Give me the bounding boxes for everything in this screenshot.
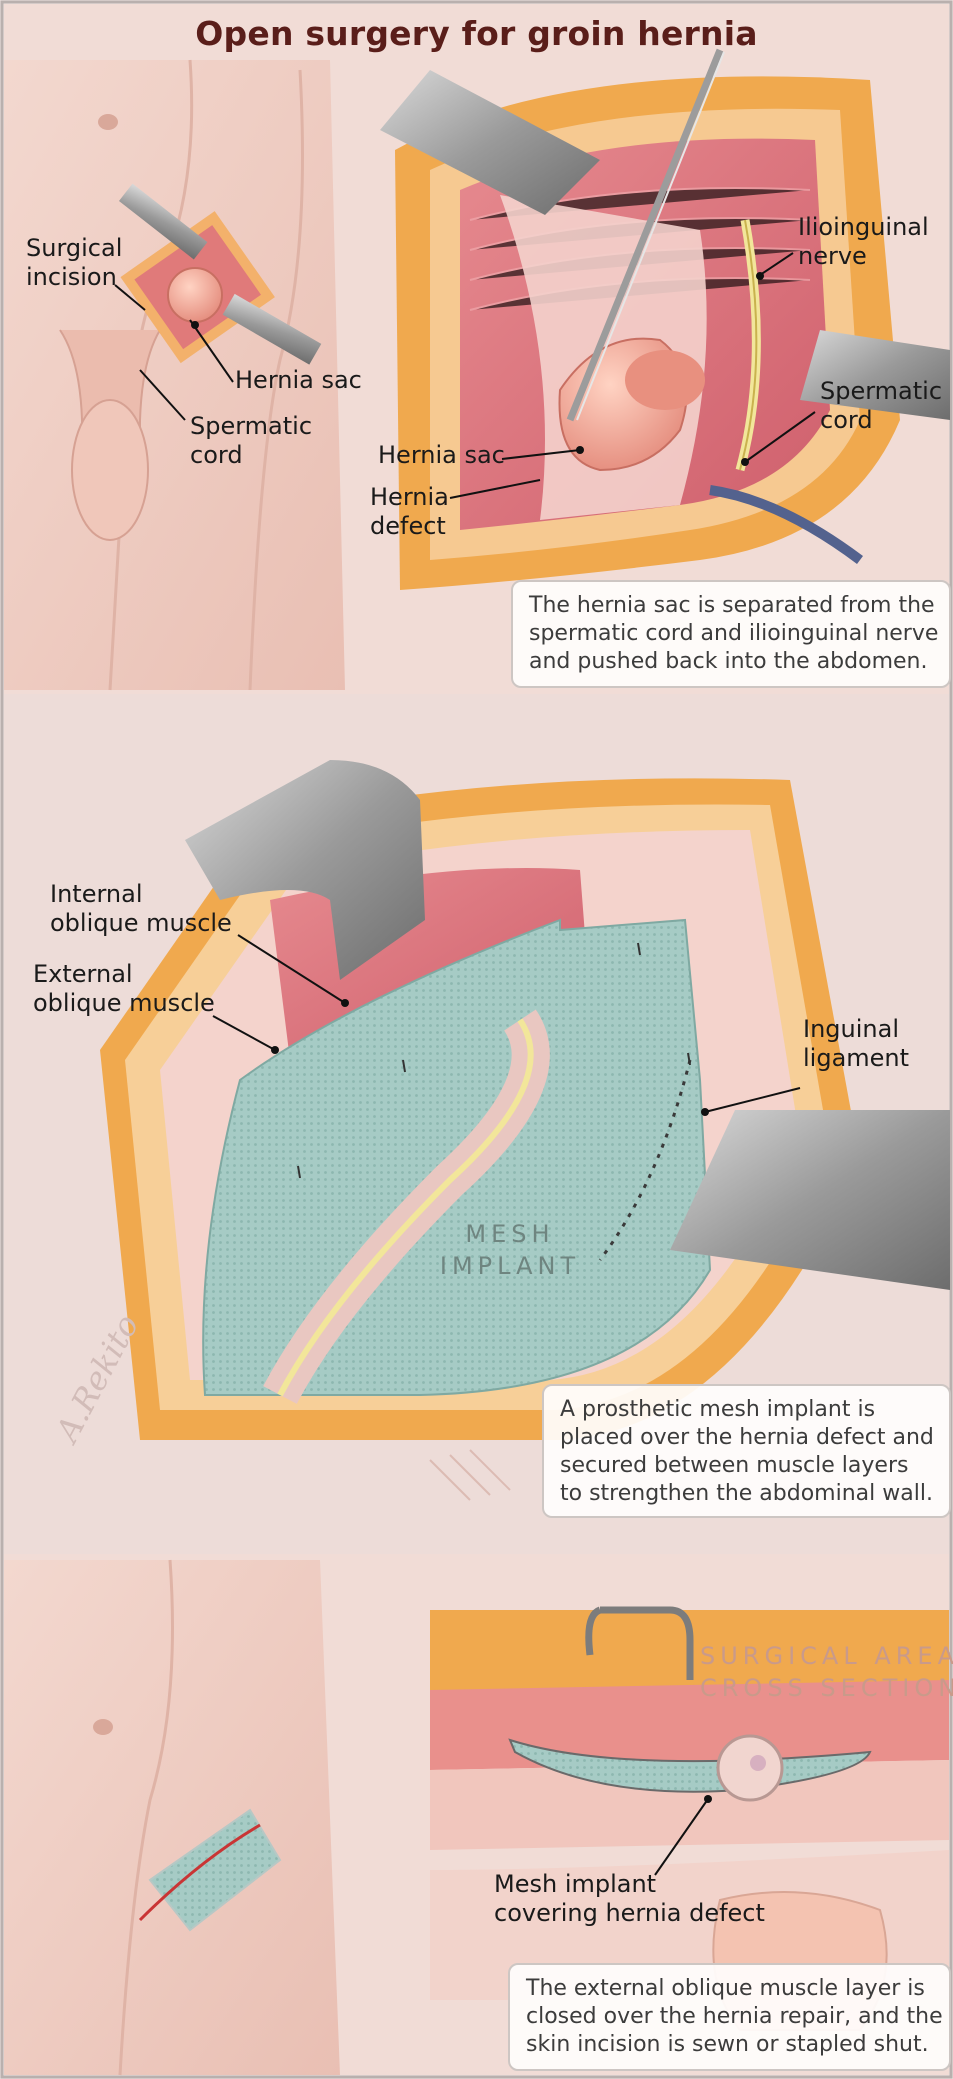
caption-panel1: The hernia sac is separated from the spe… [511,580,951,688]
panel1-leader-dots [191,272,764,466]
caption-panel3: The external oblique muscle layer is clo… [508,1963,951,2071]
label-line: cord [190,441,243,469]
label-line: incision [26,263,117,291]
label-line: IMPLANT [439,1252,581,1280]
panel1-leaders [114,252,816,499]
panel1-art [4,4,950,694]
label-line: oblique muscle [33,989,215,1017]
label-mesh-implant: MESH IMPLANT [430,1218,590,1282]
label-line: Inguinal [803,1015,899,1043]
label-line: CROSS SECTION [700,1674,953,1702]
caption-line: The external oblique muscle layer is [526,1976,925,2001]
label-line: oblique muscle [50,909,232,937]
caption-line: skin incision is sewn or stapled shut. [526,2032,929,2057]
caption-line: to strengthen the abdominal wall. [560,1481,933,1506]
label-line: Spermatic [820,377,943,405]
caption-line: placed over the hernia defect and [560,1425,934,1450]
label-line: MESH [465,1220,555,1248]
label-hernia-defect: Hernia defect [370,483,449,541]
page-title: Open surgery for groin hernia [195,14,758,53]
label-hernia-sac-right: Hernia sac [378,441,505,469]
label-line: Spermatic [190,412,313,440]
caption-line: secured between muscle layers [560,1453,909,1478]
panel2-leader-dots [271,999,709,1116]
panel2-leaders [212,934,801,1113]
label-line: cord [820,406,873,434]
label-inguinal-ligament: Inguinal ligament [803,1015,909,1073]
label-mesh-covering-defect: Mesh implant covering hernia defect [494,1870,765,1928]
label-line: nerve [798,242,867,270]
caption-line: A prosthetic mesh implant is [560,1397,876,1422]
panel3-leader-dots [704,1795,712,1803]
label-spermatic-cord-right: Spermatic cord [820,377,942,435]
label-line: Internal [50,880,143,908]
panel3-leaders [654,1798,709,1876]
caption-line: and pushed back into the abdomen. [529,649,928,674]
label-spermatic-cord-left: Spermatic cord [190,412,312,470]
caption-panel2: A prosthetic mesh implant is placed over… [542,1384,951,1518]
caption-line: The hernia sac is separated from the [529,593,935,618]
caption-line: closed over the hernia repair, and the [526,2004,943,2029]
label-line: ligament [803,1044,910,1072]
label-cross-section: SURGICAL AREA CROSS SECTION [700,1640,953,1704]
label-line: Surgical [26,234,123,262]
label-external-oblique: External oblique muscle [33,960,215,1018]
label-surgical-incision: Surgical incision [26,234,122,292]
label-line: SURGICAL AREA [700,1642,953,1670]
label-line: Mesh implant [494,1870,657,1898]
label-line: External [33,960,133,988]
label-line: Ilioinguinal [798,213,929,241]
label-hernia-sac-left: Hernia sac [235,366,362,394]
label-line: defect [370,512,446,540]
label-line: Hernia [370,483,449,511]
label-internal-oblique: Internal oblique muscle [50,880,232,938]
label-line: covering hernia defect [494,1899,765,1927]
label-ilioinguinal-nerve: Ilioinguinal nerve [798,213,929,271]
caption-line: spermatic cord and ilioinguinal nerve [529,621,939,646]
